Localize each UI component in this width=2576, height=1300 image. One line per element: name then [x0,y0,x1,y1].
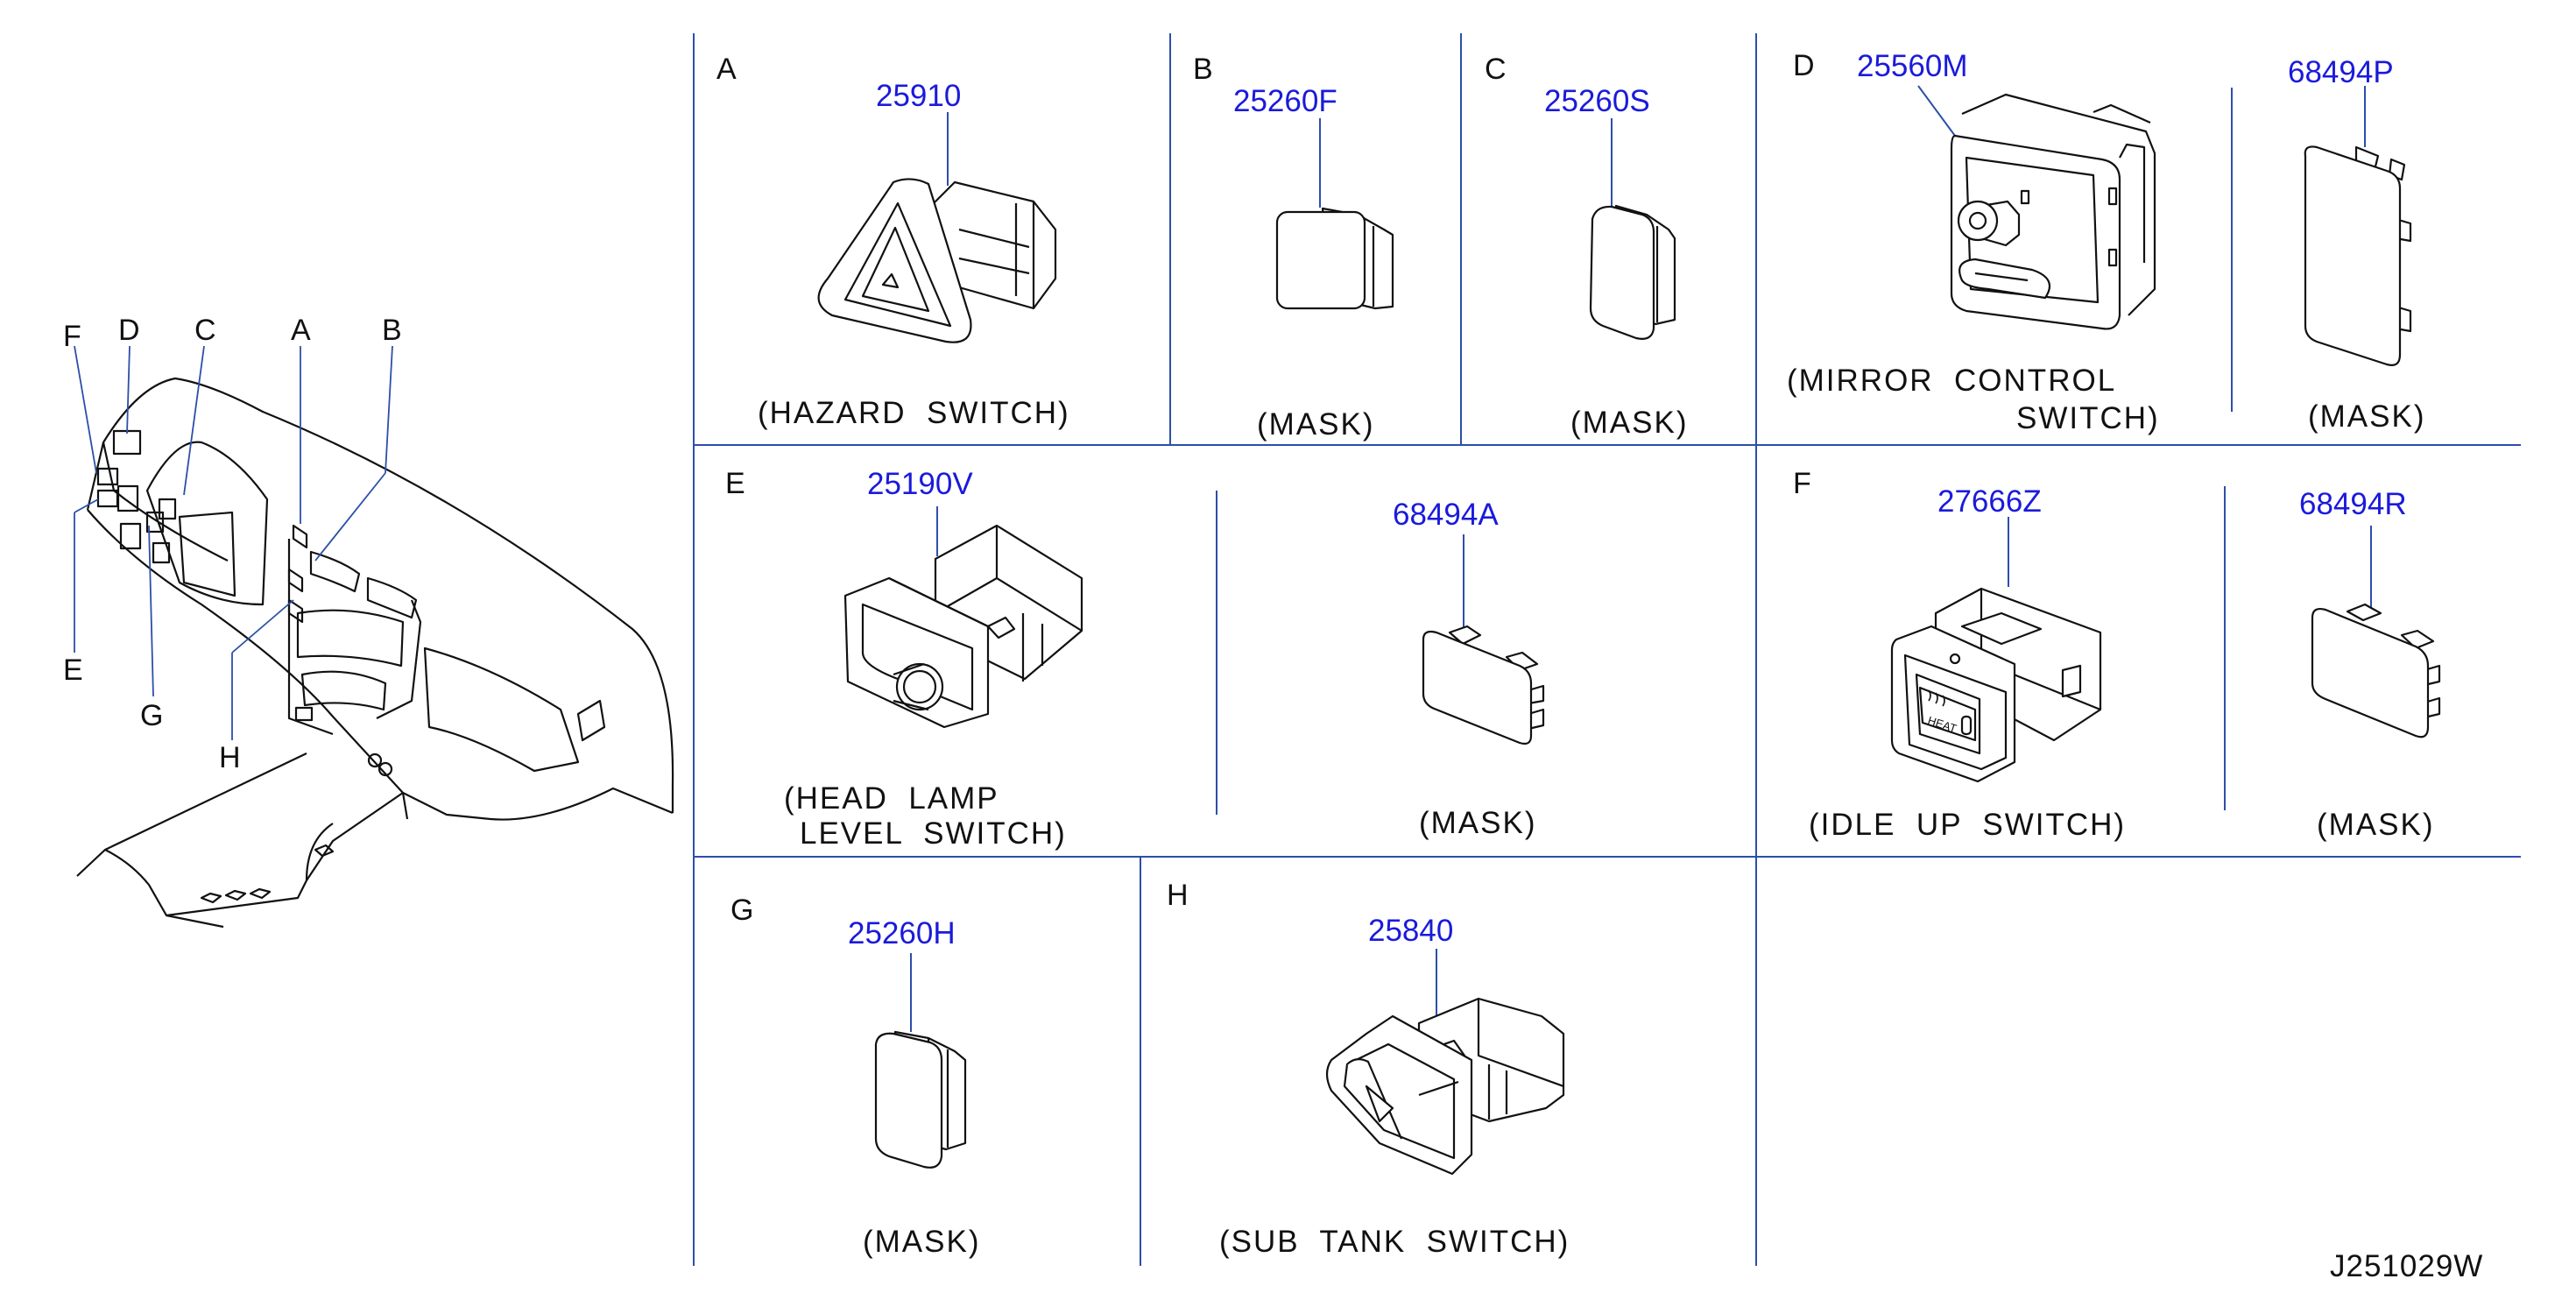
panel-b-letter: B [1193,53,1213,86]
panel-c-letter: C [1485,53,1507,86]
mask-b-drawing [1275,207,1394,310]
head-lamp-level-switch-drawing [843,524,1083,729]
mask-d-drawing [2304,145,2412,366]
panel-d-letter: D [1793,49,1815,82]
head-lamp-level-switch-label-line1: (HEAD LAMP [784,781,999,816]
panel-g-letter: G [730,894,754,927]
mask-b-label: (MASK) [1257,407,1375,442]
part-number-68494a[interactable]: 68494A [1393,498,1499,532]
mirror-control-switch-label-line1: (MIRROR CONTROL [1787,364,2117,398]
part-number-25190v[interactable]: 25190V [867,467,973,501]
part-number-27666z[interactable]: 27666Z [1937,484,2042,519]
leader-lines [910,85,2372,1032]
mask-g-drawing [874,1030,967,1169]
callout-e: E [63,654,84,687]
sub-tank-switch-label: (SUB TANK SWITCH) [1219,1225,1570,1259]
part-number-25260h[interactable]: 25260H [848,916,956,950]
callout-b: B [382,314,403,347]
panel-grid [693,33,2521,1266]
callout-f: F [63,320,82,353]
callout-g: G [140,699,165,732]
mask-g-label: (MASK) [863,1225,981,1259]
mask-c-drawing [1589,204,1676,340]
part-number-25260f[interactable]: 25260F [1233,84,1337,118]
idle-up-switch-drawing [1890,587,2102,783]
sub-tank-switch-drawing [1325,997,1565,1176]
callout-a: A [291,314,312,347]
mask-d-label: (MASK) [2308,399,2426,434]
part-number-68494r[interactable]: 68494R [2299,487,2407,521]
panel-h-letter: H [1167,879,1189,912]
part-number-25260s[interactable]: 25260S [1544,84,1650,118]
idle-up-switch-label: (IDLE UP SWITCH) [1809,808,2127,842]
hazard-switch-label: (HAZARD SWITCH) [758,396,1070,430]
mask-e-drawing [1422,625,1545,745]
panel-f-letter: F [1793,467,1811,500]
part-number-25560m[interactable]: 25560M [1857,49,1968,83]
mask-f-label: (MASK) [2317,808,2435,842]
panel-e-letter: E [725,467,745,500]
part-number-25910[interactable]: 25910 [876,79,962,113]
panel-a-letter: A [716,53,737,86]
overview-leaders [74,345,393,740]
mirror-control-switch-drawing [1950,93,2156,330]
mask-f-drawing [2311,603,2441,738]
diagram-code: J251029W [2330,1249,2484,1283]
dashboard-overview [76,377,674,929]
head-lamp-level-switch-label-line2: LEVEL SWITCH) [800,816,1067,851]
mirror-control-switch-label-line2: SWITCH) [2016,401,2160,435]
callout-d: D [118,314,141,347]
part-number-25840[interactable]: 25840 [1368,914,1454,948]
part-number-68494p[interactable]: 68494P [2288,55,2394,89]
callout-c: C [194,314,217,347]
callout-h: H [219,741,242,774]
mask-e-label: (MASK) [1419,806,1537,840]
mask-c-label: (MASK) [1570,406,1689,440]
hazard-switch-drawing [817,178,1057,343]
